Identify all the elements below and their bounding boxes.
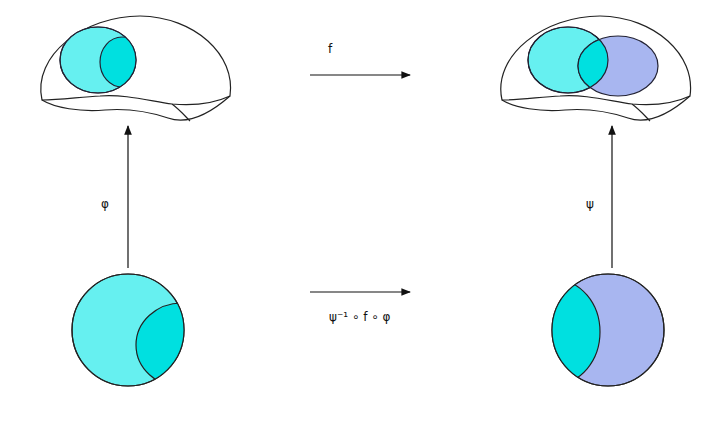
- map-arrow: [310, 291, 410, 292]
- disk-left: [72, 274, 228, 387]
- manifold-left: [41, 16, 231, 121]
- map-label: ψ: [584, 198, 596, 211]
- map-label: f: [326, 43, 334, 56]
- manifold-right: [501, 16, 691, 121]
- map-label: ψ⁻¹ ∘ f ∘ φ: [327, 311, 392, 324]
- chart-arrow: [127, 126, 128, 268]
- map-label: φ: [99, 198, 111, 211]
- map-arrow: [310, 74, 410, 75]
- disk-right: [512, 274, 664, 386]
- chart-arrow: [611, 126, 612, 268]
